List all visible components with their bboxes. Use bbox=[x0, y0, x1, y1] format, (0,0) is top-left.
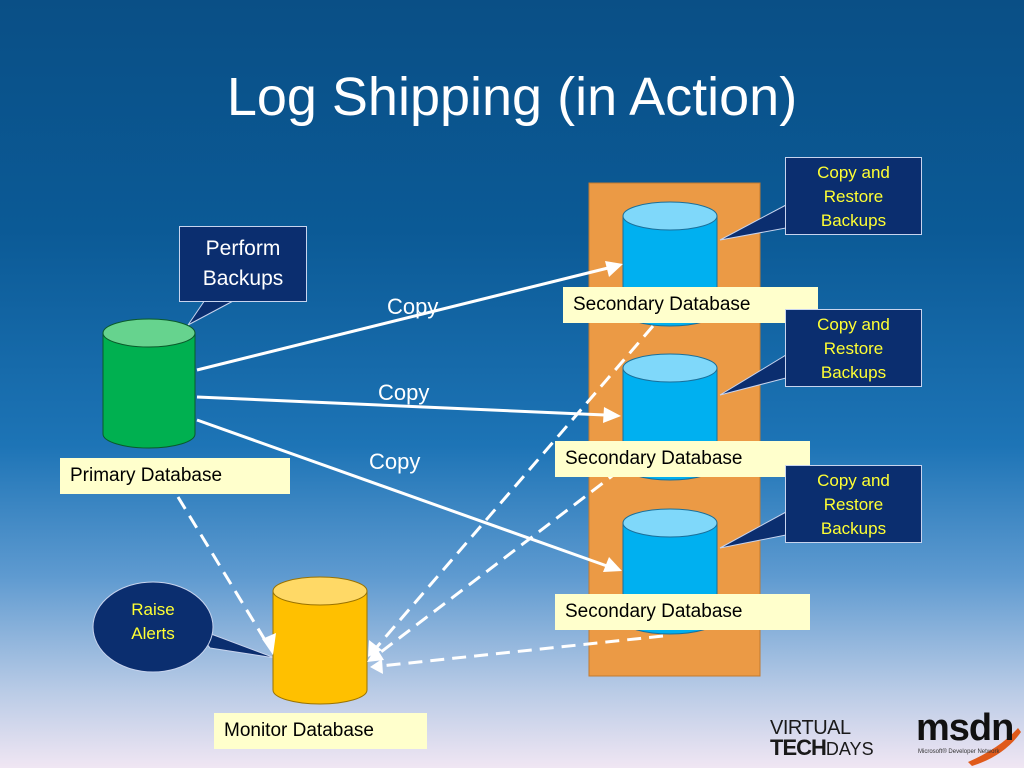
copy-restore-callout-3: Copy and Restore Backups bbox=[785, 465, 922, 543]
secondary-database-label-1: Secondary Database bbox=[563, 287, 818, 323]
copy-restore-callout-2: Copy and Restore Backups bbox=[785, 309, 922, 387]
msdn-swoosh bbox=[968, 728, 1021, 766]
perform-backups-text: Perform Backups bbox=[202, 237, 284, 290]
copy-arrows bbox=[196, 261, 623, 572]
copy-restore-text-1: Copy and Restore Backups bbox=[817, 163, 890, 230]
secondary-database-label-2: Secondary Database bbox=[555, 441, 810, 477]
virtual-techdays-logo-tech: TECHDAYS bbox=[770, 736, 874, 761]
alert-arrow-secondary-1 bbox=[374, 325, 655, 649]
msdn-logo-subtitle: Microsoft® Developer Network bbox=[918, 749, 1000, 755]
logo-tech-text: TECH bbox=[770, 735, 827, 760]
raise-alerts-text: Raise Alerts bbox=[131, 600, 175, 643]
secondary-database-label-3: Secondary Database bbox=[555, 594, 810, 630]
copy-restore-text-2: Copy and Restore Backups bbox=[817, 315, 890, 382]
alert-arrows bbox=[176, 325, 664, 668]
primary-database-label: Primary Database bbox=[60, 458, 290, 494]
copy-label-3: Copy bbox=[369, 449, 421, 474]
copy-restore-callout-1: Copy and Restore Backups bbox=[785, 157, 922, 235]
msdn-logo: msdn bbox=[916, 707, 1014, 749]
alert-arrow-secondary-2 bbox=[376, 468, 621, 657]
perform-backups-callout: Perform Backups bbox=[179, 226, 307, 302]
copy-restore-text-3: Copy and Restore Backups bbox=[817, 471, 890, 538]
monitor-database-cylinder bbox=[272, 576, 368, 705]
monitor-database-label: Monitor Database bbox=[214, 713, 427, 749]
alert-arrowheads bbox=[262, 633, 384, 674]
primary-database-cylinder bbox=[102, 318, 196, 449]
raise-alerts-oval bbox=[92, 581, 214, 673]
alert-arrow-primary bbox=[176, 496, 270, 646]
alert-arrow-secondary-3 bbox=[380, 634, 664, 668]
copy-arrow-3 bbox=[196, 418, 608, 568]
slide-title: Log Shipping (in Action) bbox=[226, 67, 798, 127]
virtual-techdays-logo-virtual: VIRTUAL bbox=[770, 717, 851, 739]
perform-backups-pointer bbox=[187, 299, 236, 326]
copy-label-1: Copy bbox=[387, 294, 439, 319]
logo-days-text: DAYS bbox=[825, 739, 874, 759]
copy-arrow-1 bbox=[196, 266, 609, 372]
copy-label-2: Copy bbox=[378, 380, 430, 405]
copy-arrow-2 bbox=[196, 395, 606, 417]
